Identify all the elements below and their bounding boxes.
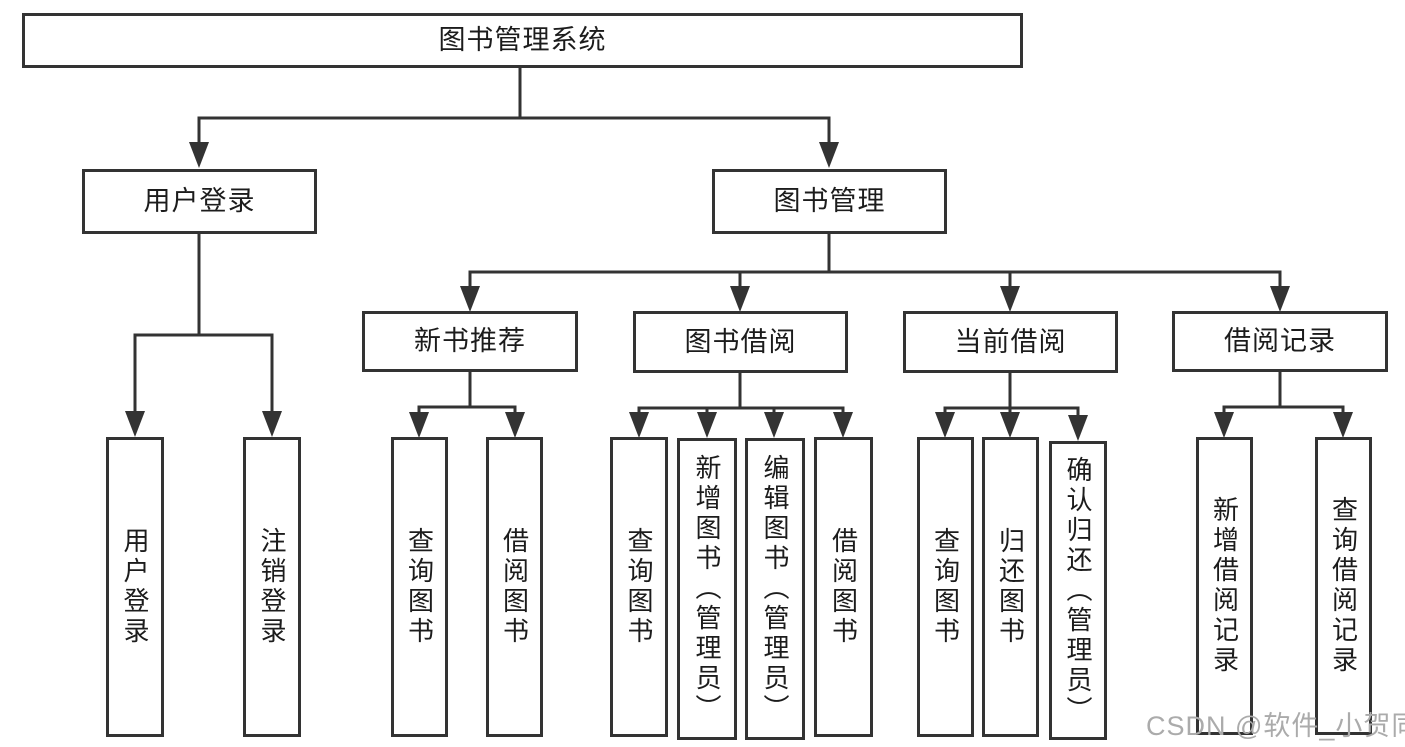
leaf-confirm-return-admin-label: 确认归还（管理员）	[1063, 455, 1093, 726]
connector-arrowheads	[125, 142, 1353, 441]
node-book-borrow-label: 图书借阅	[684, 326, 797, 357]
node-book-management: 图书管理	[712, 169, 947, 234]
node-current-borrow-label: 当前借阅	[954, 326, 1067, 357]
leaf-query-books-2-label: 查询图书	[624, 527, 654, 647]
leaf-borrow-books-1: 借阅图书	[486, 437, 543, 737]
leaf-borrow-books-2: 借阅图书	[814, 437, 873, 737]
leaf-return-book: 归还图书	[982, 437, 1039, 737]
leaf-borrow-books-2-label: 借阅图书	[828, 527, 859, 647]
leaf-user-login: 用户登录	[106, 437, 164, 737]
watermark: CSDN @软件_小贺同学	[1146, 711, 1405, 741]
node-borrow-records: 借阅记录	[1172, 311, 1388, 372]
leaf-logout-label: 注销登录	[257, 527, 287, 647]
leaf-add-borrow-record-label: 新增借阅记录	[1209, 496, 1240, 676]
node-current-borrow: 当前借阅	[903, 311, 1118, 373]
leaf-return-book-label: 归还图书	[995, 527, 1026, 647]
leaf-edit-book-admin-label: 编辑图书（管理员）	[760, 454, 790, 724]
node-new-book-recommend-label: 新书推荐	[414, 326, 526, 356]
leaf-user-login-label: 用户登录	[120, 527, 150, 647]
node-new-book-recommend: 新书推荐	[362, 311, 578, 372]
leaf-borrow-books-1-label: 借阅图书	[499, 527, 530, 647]
leaf-query-books-3: 查询图书	[917, 437, 974, 737]
connector-lines	[133, 64, 1345, 417]
node-book-borrow: 图书借阅	[633, 311, 848, 373]
leaf-query-books-1: 查询图书	[391, 437, 448, 737]
leaf-query-books-2: 查询图书	[610, 437, 668, 737]
leaf-query-books-3-label: 查询图书	[930, 527, 961, 647]
leaf-query-borrow-record-label: 查询借阅记录	[1328, 496, 1359, 676]
leaf-query-borrow-record: 查询借阅记录	[1315, 437, 1372, 735]
node-root: 图书管理系统	[22, 13, 1023, 68]
node-book-management-label: 图书管理	[773, 186, 886, 216]
node-borrow-records-label: 借阅记录	[1224, 326, 1336, 356]
node-user-login-label: 用户登录	[143, 186, 256, 216]
leaf-add-book-admin-label: 新增图书（管理员）	[692, 454, 722, 724]
node-root-label: 图书管理系统	[438, 25, 607, 55]
leaf-logout: 注销登录	[243, 437, 301, 737]
leaf-confirm-return-admin: 确认归还（管理员）	[1049, 441, 1107, 740]
leaf-edit-book-admin: 编辑图书（管理员）	[745, 438, 805, 740]
leaf-query-books-1-label: 查询图书	[404, 527, 435, 647]
leaf-add-borrow-record: 新增借阅记录	[1196, 437, 1253, 735]
leaf-add-book-admin: 新增图书（管理员）	[677, 438, 737, 740]
node-user-login: 用户登录	[82, 169, 317, 234]
